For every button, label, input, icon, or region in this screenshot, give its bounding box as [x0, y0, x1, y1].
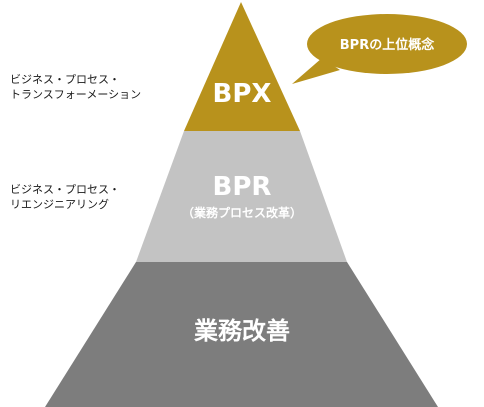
middle-side-label-line2: リエンジニアリング	[10, 198, 109, 211]
tier-top-label: BPX	[213, 79, 272, 109]
tier-middle-label: BPR	[213, 172, 272, 202]
pyramid-tier-middle	[136, 131, 347, 262]
callout-bubble: BPRの上位概念	[292, 14, 467, 84]
middle-side-label-line1: ビジネス・プロセス・	[10, 183, 120, 196]
pyramid-tier-top	[184, 2, 300, 131]
top-side-label-line1: ビジネス・プロセス・	[10, 73, 120, 86]
pyramid-tier-bottom	[45, 262, 438, 407]
middle-side-label: ビジネス・プロセス・ リエンジニアリング	[10, 182, 120, 212]
tier-bottom-label: 業務改善	[194, 317, 290, 345]
top-side-label-line2: トランスフォーメーション	[10, 88, 142, 101]
top-side-label: ビジネス・プロセス・ トランスフォーメーション	[10, 72, 141, 102]
tier-middle-sublabel: （業務プロセス改革）	[182, 205, 302, 220]
callout-text: BPRの上位概念	[340, 37, 434, 53]
